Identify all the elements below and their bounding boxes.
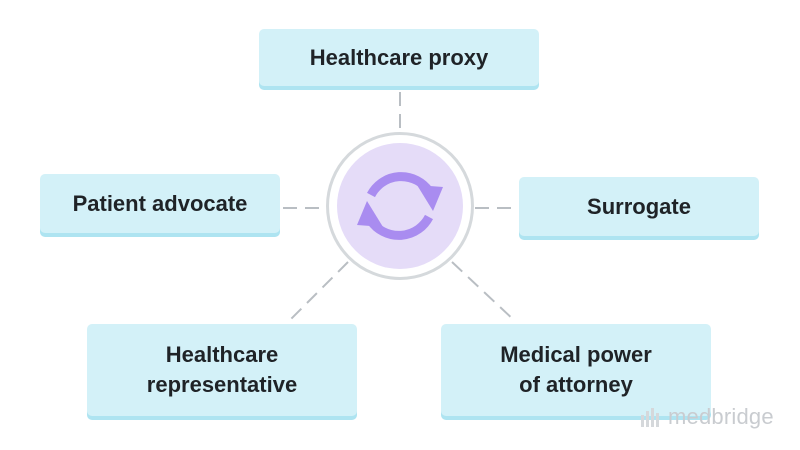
connector-bottom-right [451,261,517,323]
node-label-line: Medical power [500,342,652,367]
node-label-line: Healthcare proxy [309,44,489,70]
node-medical-power-of-attorney: Medical power of attorney [441,324,711,416]
node-label-line: representative [146,372,298,397]
node-label-line: of attorney [519,372,633,397]
medbridge-logo-icon [641,408,659,427]
node-label-line: Surrogate [587,193,691,219]
node-healthcare-proxy: Healthcare proxy [259,29,539,86]
watermark-text: medbridge [668,404,774,429]
node-healthcare-representative: Healthcare representative [87,324,357,416]
medbridge-watermark: medbridge [640,404,774,430]
node-label-line: Healthcare [165,342,279,367]
node-surrogate: Surrogate [519,177,759,236]
refresh-cycle-icon [357,172,443,240]
node-label-line: Patient advocate [72,190,248,216]
center-hub [337,143,463,269]
node-patient-advocate: Patient advocate [40,174,280,233]
connector-bottom-left [287,261,349,323]
